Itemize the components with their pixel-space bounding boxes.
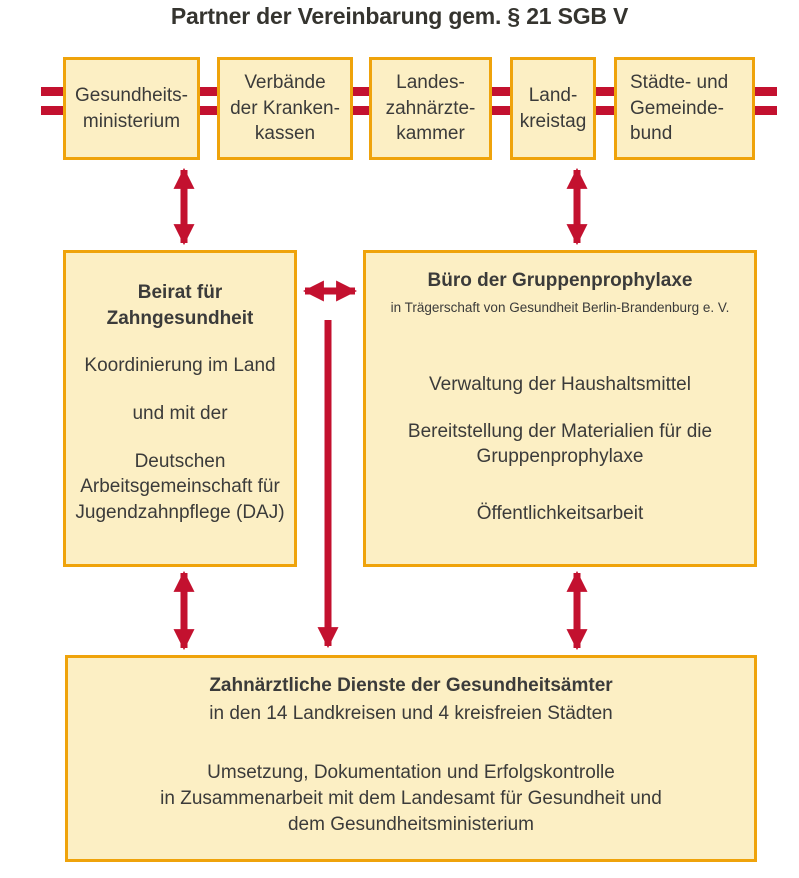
box-zahnaerztliche-dienste: Zahnärztliche Dienste der Gesundheitsämt… <box>65 655 757 862</box>
dienste-title: Zahnärztliche Dienste der Gesundheitsämt… <box>209 675 613 696</box>
box-label: Städte- und Gemeinde- bund <box>630 72 729 145</box>
beirat-paragraph-koordinierung: Koordinierung im Land <box>84 355 276 377</box>
box-buero-gruppenprophylaxe: Büro der Gruppenprophylaxe in Trägerscha… <box>363 250 757 567</box>
buero-title: Büro der Gruppenprophylaxe <box>427 270 693 291</box>
beirat-paragraph-und-mit-der: und mit der <box>132 402 228 424</box>
buero-subtitle: in Trägerschaft von Gesundheit Berlin-Br… <box>390 299 730 315</box>
box-label: Land- kreistag <box>519 84 587 132</box>
box-gesundheitsministerium: Gesundheits- ministerium <box>63 57 200 160</box>
beirat-paragraph-daj: Deutschen Arbeitsgemeinschaft für Jugend… <box>75 450 285 523</box>
box-staedte-gemeindebund: Städte- und Gemeinde- bund <box>614 57 755 160</box>
box-label: Landes- zahnärzte- kammer <box>385 72 476 145</box>
buero-paragraph-verwaltung: Verwaltung der Haushaltsmittel <box>429 374 691 396</box>
beirat-title: Beirat für Zahngesundheit <box>106 282 254 329</box>
diagram-title: Partner der Vereinbarung gem. § 21 SGB V <box>170 3 629 29</box>
box-landeszahnaerztekammer: Landes- zahnärzte- kammer <box>369 57 492 160</box>
dienste-body: Umsetzung, Dokumentation und Erfolgskont… <box>160 762 662 835</box>
box-label: Verbände der Kranken- kassen <box>230 72 340 145</box>
dienste-subtitle: in den 14 Landkreisen und 4 kreisfreien … <box>209 702 613 724</box>
box-landkreistag: Land- kreistag <box>510 57 596 160</box>
buero-paragraph-oeffentlichkeitsarbeit: Öffentlichkeitsarbeit <box>476 503 644 525</box>
box-label: Gesundheits- ministerium <box>74 84 188 132</box>
buero-paragraph-bereitstellung: Bereitstellung der Materialien für die G… <box>407 420 713 468</box>
box-krankenkassen-verbaende: Verbände der Kranken- kassen <box>217 57 353 160</box>
box-beirat-zahngesundheit: Beirat für Zahngesundheit Koordinierung … <box>63 250 297 567</box>
